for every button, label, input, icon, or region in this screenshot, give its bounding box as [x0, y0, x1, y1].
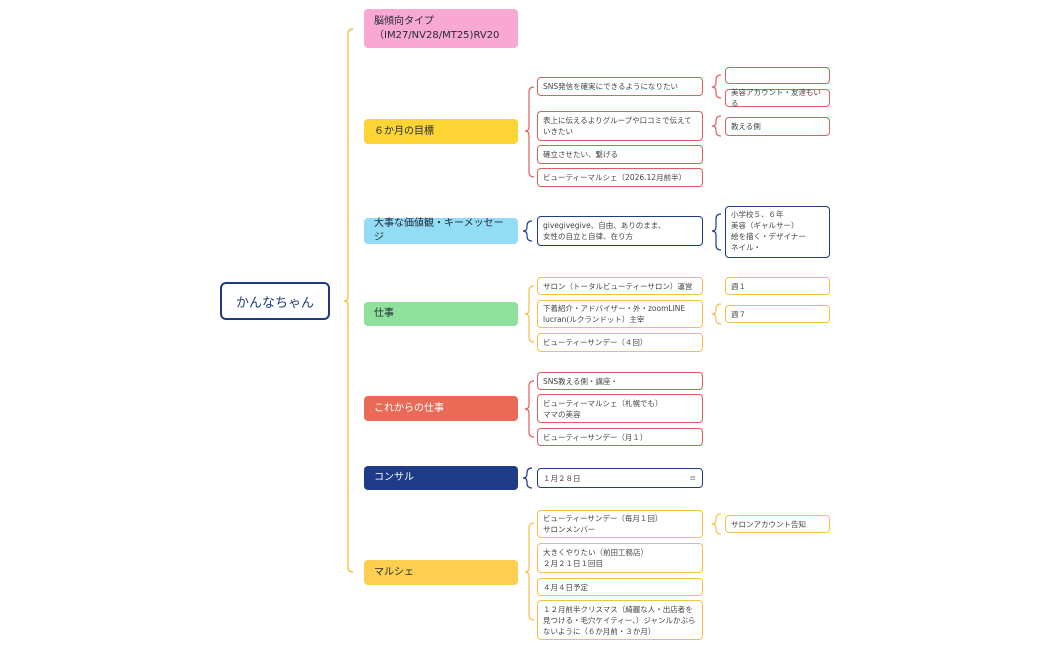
- marche-item[interactable]: ４月４日予定: [537, 578, 703, 596]
- goal-item[interactable]: ビューティーマルシェ（2026.12月前半）: [537, 168, 703, 187]
- connector-brace: [522, 467, 533, 489]
- future-work-item[interactable]: ビューティーサンデー（月１）: [537, 428, 703, 446]
- connector-brace: [524, 86, 535, 178]
- branch-consulting[interactable]: コンサル: [364, 466, 518, 490]
- values-detail[interactable]: 小学校５、６年 美容（ギャルサー） 絵を描く・デザイナー ネイル・: [725, 206, 830, 258]
- connector-brace: [711, 513, 722, 535]
- root-node[interactable]: かんなちゃん: [220, 282, 330, 320]
- goal-detail[interactable]: 美容アカウント・友達もいる: [725, 88, 830, 108]
- work-detail[interactable]: 週１: [725, 277, 830, 295]
- work-detail[interactable]: 週７: [725, 305, 830, 323]
- connector-brace: [524, 380, 535, 438]
- work-item[interactable]: ビューティーサンデー（４回）: [537, 333, 703, 352]
- consulting-item[interactable]: １月２８日 ≡: [537, 468, 703, 488]
- connector-brace: [711, 115, 722, 137]
- goal-detail[interactable]: 教える側: [725, 117, 830, 136]
- marche-detail[interactable]: サロンアカウント告知: [725, 515, 830, 533]
- goal-item[interactable]: 表上に伝えるよりグループや口コミで伝えていきたい: [537, 111, 703, 141]
- future-work-item[interactable]: ビューティーマルシェ（札幌でも） ママの美容: [537, 394, 703, 423]
- work-item[interactable]: 下着紹介・アドバイザー・外・zoomLINE lucran(ルクランドット）主宰: [537, 300, 703, 328]
- connector-brace: [522, 220, 533, 242]
- connector-brace: [343, 28, 354, 573]
- branch-marche[interactable]: マルシェ: [364, 560, 518, 585]
- connector-brace: [711, 303, 722, 325]
- connector-brace: [711, 74, 722, 99]
- values-item[interactable]: givegivegive、自由、ありのまま、 女性の自立と自律、在り方: [537, 216, 703, 246]
- goal-item[interactable]: 確立させたい、繋げる: [537, 145, 703, 164]
- notes-icon[interactable]: ≡: [689, 473, 696, 483]
- connector-brace: [524, 522, 535, 621]
- marche-item[interactable]: 大きくやりたい（前田工務店） ２月２１日１回目: [537, 543, 703, 573]
- goal-item[interactable]: SNS発信を確実にできるようになりたい: [537, 77, 703, 96]
- connector-brace: [524, 285, 535, 343]
- marche-item[interactable]: ビューティーサンデー（毎月１回） サロンメンバー: [537, 510, 703, 538]
- branch-future-work[interactable]: これからの仕事: [364, 396, 518, 421]
- marche-item[interactable]: １２月前半クリスマス（綺麗な人・出店者を見つける・毛穴ケイティー、）ジャンルかぶ…: [537, 600, 703, 640]
- branch-six-month-goal[interactable]: ６か月の目標: [364, 119, 518, 144]
- goal-detail[interactable]: [725, 67, 830, 84]
- consulting-item-label: １月２８日: [543, 473, 581, 483]
- branch-values-key-message[interactable]: 大事な価値観・キーメッセージ: [364, 218, 518, 244]
- branch-work[interactable]: 仕事: [364, 302, 518, 326]
- branch-brain-type[interactable]: 脳傾向タイプ （IM27/NV28/MT25)RV20: [364, 9, 518, 48]
- connector-brace: [711, 213, 722, 251]
- future-work-item[interactable]: SNS教える側・講座・: [537, 372, 703, 390]
- work-item[interactable]: サロン（トータルビューティーサロン）運営: [537, 277, 703, 295]
